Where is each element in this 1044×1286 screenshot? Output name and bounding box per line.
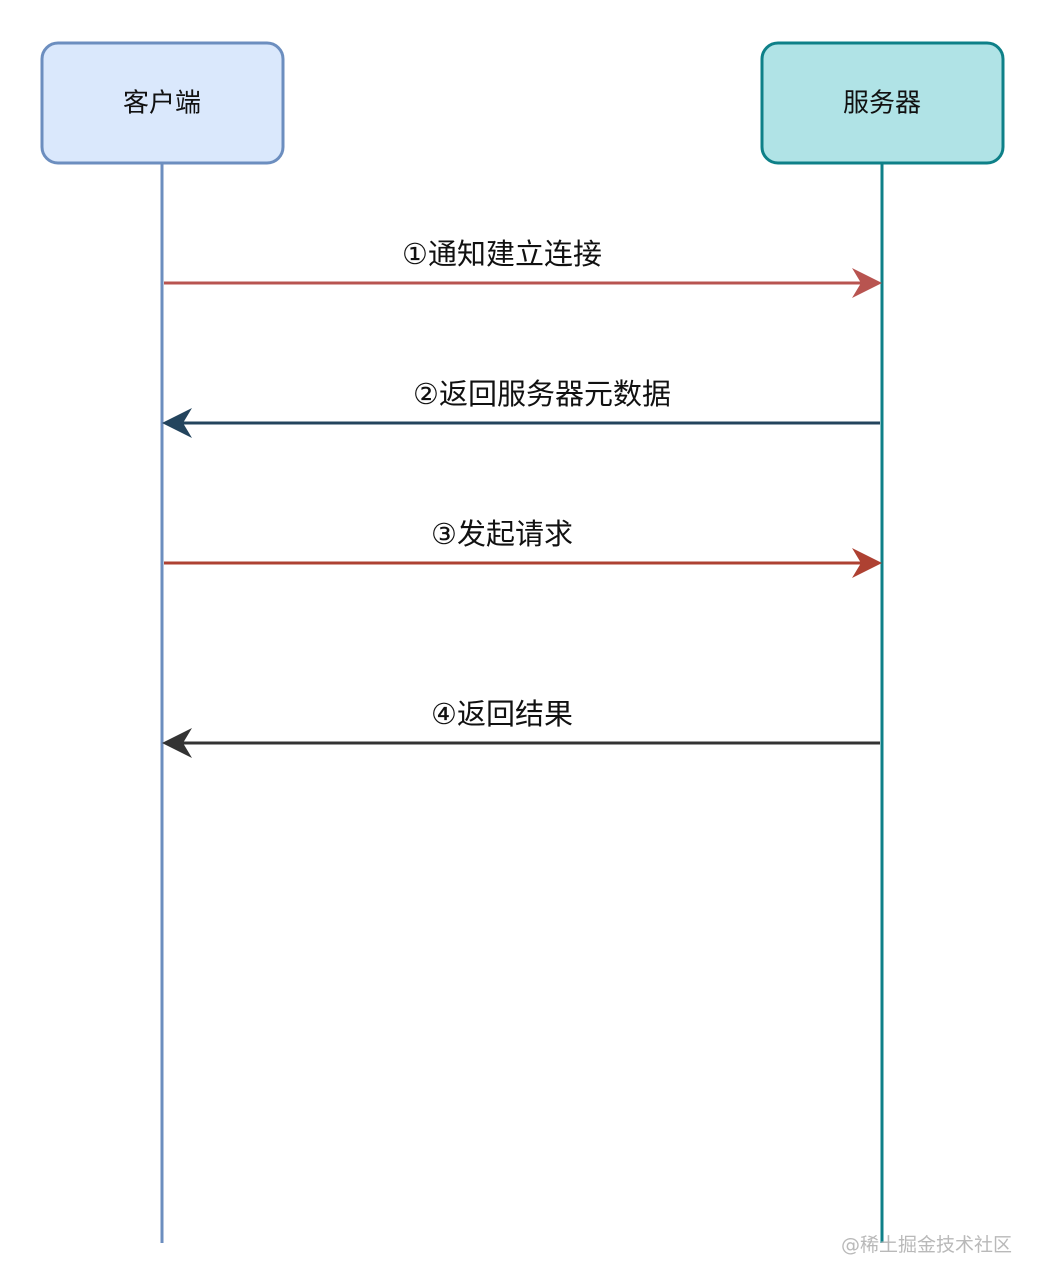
participant-client-box: [40, 41, 285, 165]
message-2-label: ②返回服务器元数据: [413, 377, 671, 411]
message-1: ①通知建立连接: [164, 237, 882, 298]
participant-server-label: 服务器: [843, 89, 921, 119]
message-1-label: ①通知建立连接: [402, 237, 602, 271]
participant-client: 客户端: [40, 41, 285, 165]
participant-server: 服务器: [760, 41, 1005, 165]
message-2: ②返回服务器元数据: [162, 377, 880, 438]
message-4: ④返回结果: [162, 697, 880, 758]
message-4-label: ④返回结果: [431, 697, 573, 731]
participant-server-box: [760, 41, 1005, 165]
message-3-label: ③发起请求: [431, 517, 573, 551]
message-3: ③发起请求: [164, 517, 882, 578]
watermark: @稀土掘金技术社区: [840, 1234, 1012, 1256]
participant-client-label: 客户端: [123, 89, 201, 119]
